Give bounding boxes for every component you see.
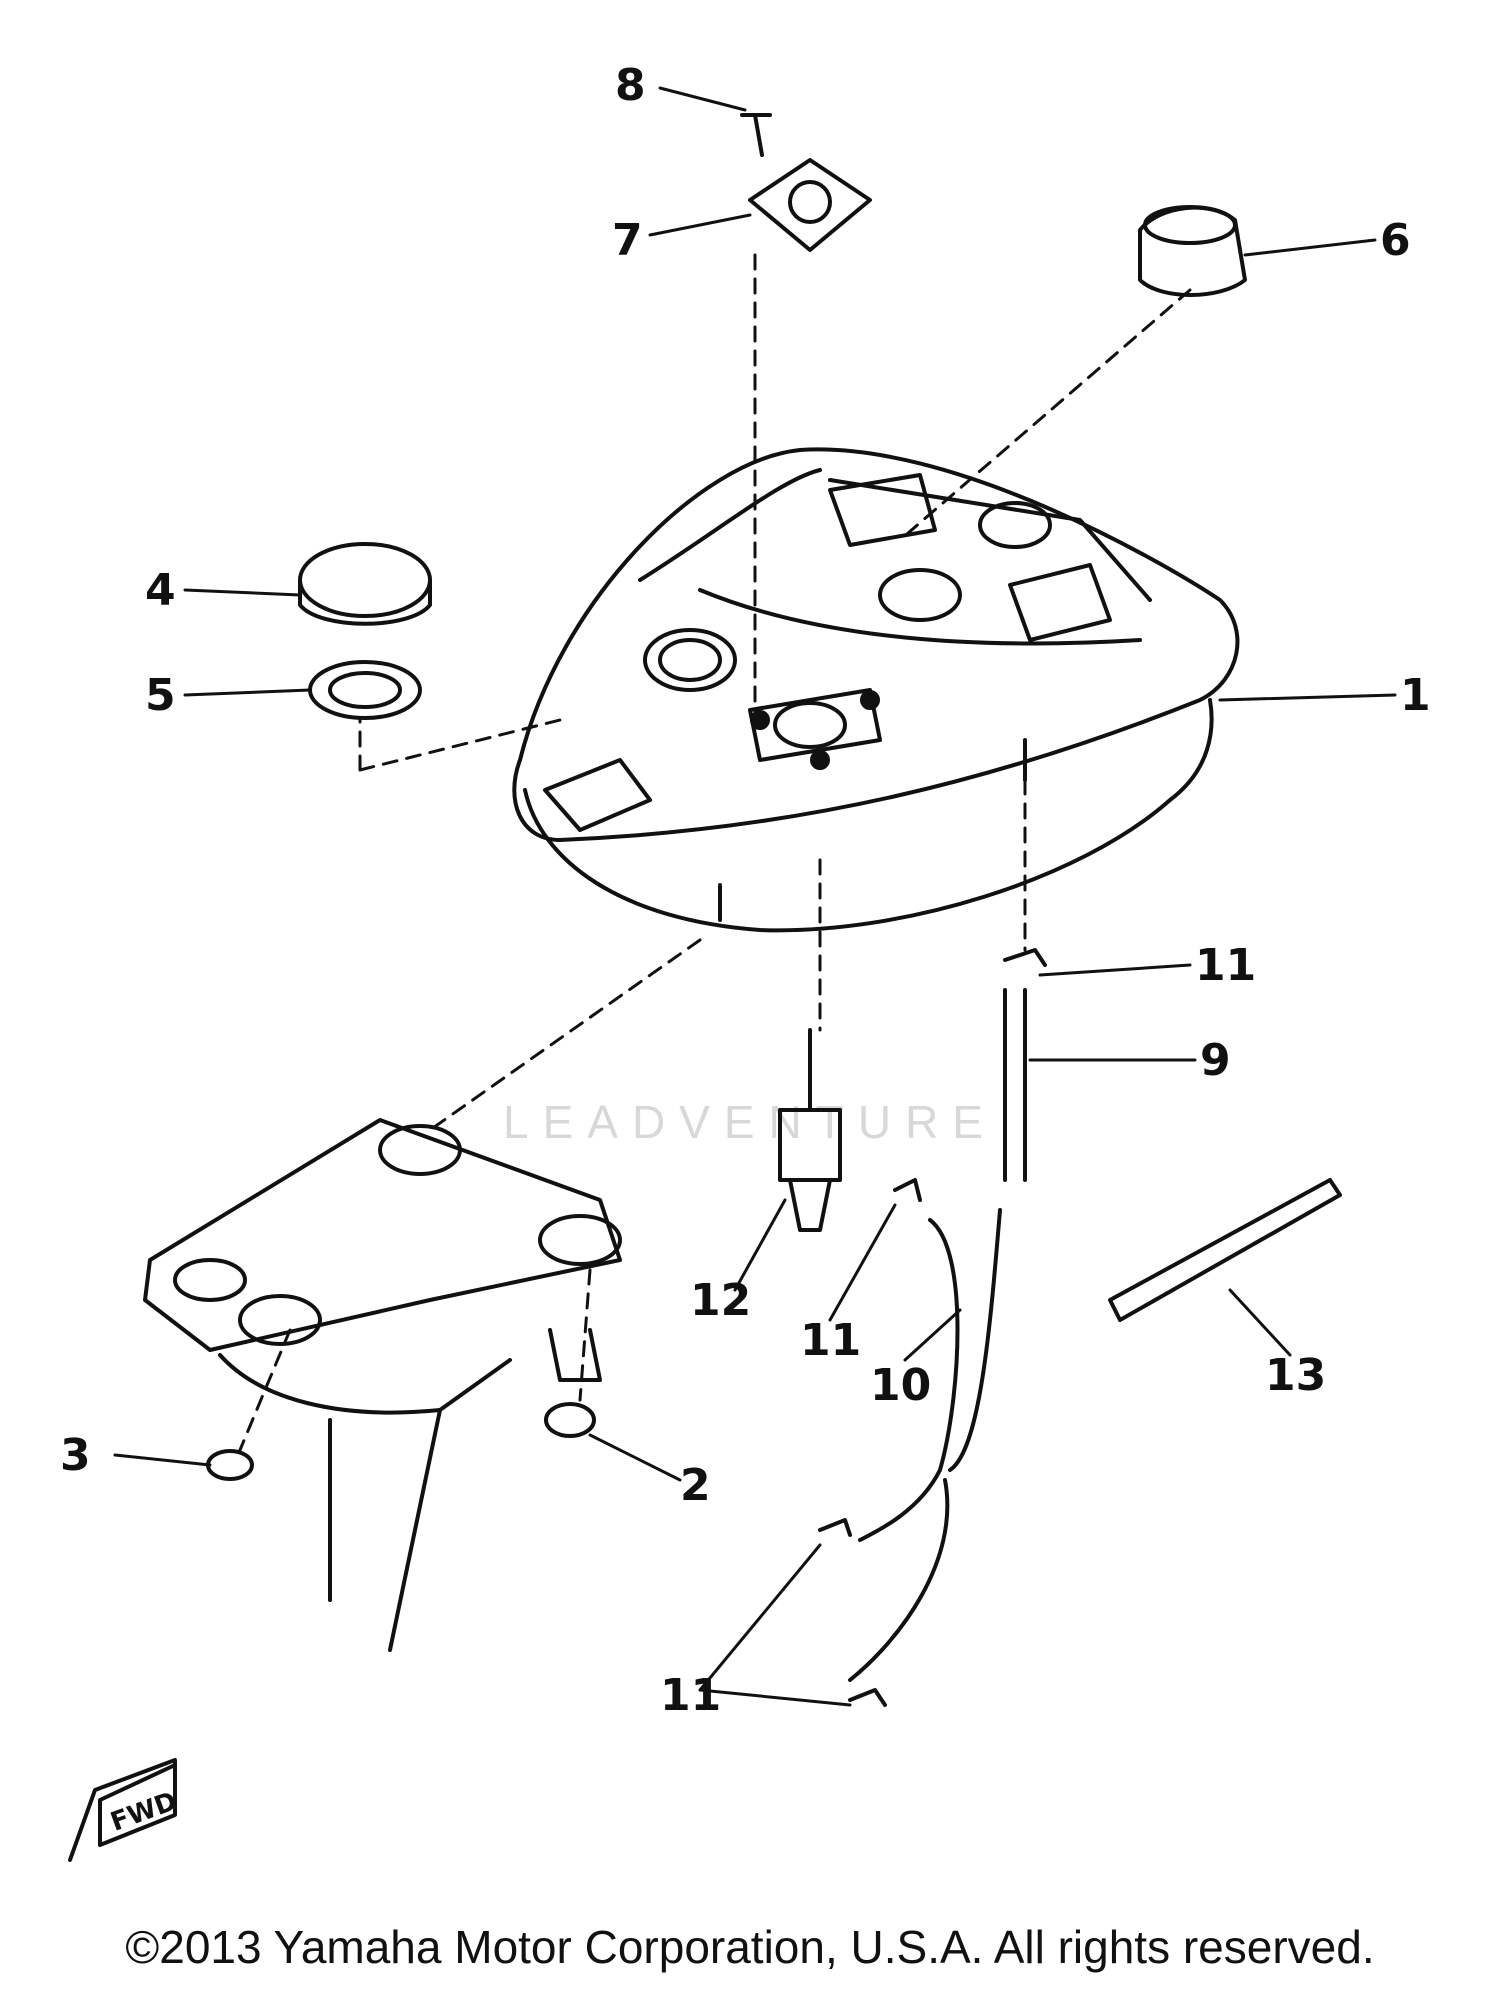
callout-labels: 8 7 6 4 5 1 11 9 12 11 10 13 3 2 11 11 F…	[60, 60, 1431, 1838]
fuel-cap-part	[1138, 205, 1247, 297]
callout-11-bottom: 11	[660, 1670, 721, 1721]
fwd-mark-label: FWD	[107, 1786, 181, 1837]
nut-part	[544, 1402, 596, 1438]
callout-5: 5	[145, 670, 176, 721]
fuel-cock-part	[778, 1028, 842, 1232]
sender-plate-part	[740, 113, 872, 252]
callout-8: 8	[615, 60, 646, 111]
fwd-arrow-icon	[68, 1758, 177, 1862]
callout-7: 7	[612, 215, 643, 266]
callout-10: 10	[870, 1360, 931, 1411]
callout-4: 4	[145, 565, 176, 616]
copyright-footer: ©2013 Yamaha Motor Corporation, U.S.A. A…	[125, 1921, 1375, 1973]
callout-11-top: 11	[1195, 940, 1256, 991]
callout-6: 6	[1380, 215, 1411, 266]
tank-strap-part	[1108, 1178, 1342, 1322]
callout-3: 3	[60, 1430, 91, 1481]
callout-11-mid: 11	[800, 1315, 861, 1366]
fuel-tank-part	[512, 447, 1240, 933]
bolt-part	[206, 1449, 254, 1481]
mount-bracket-part	[143, 1118, 622, 1652]
callout-13: 13	[1265, 1350, 1326, 1401]
callout-1: 1	[1400, 670, 1431, 721]
callout-12: 12	[690, 1275, 751, 1326]
leader-lines	[113, 86, 1397, 1707]
hose-clip-parts	[818, 948, 1047, 1707]
callout-9: 9	[1200, 1035, 1231, 1086]
cover-and-seal-parts	[298, 542, 432, 720]
callout-2: 2	[680, 1460, 711, 1511]
fuel-hose-parts	[848, 988, 1027, 1682]
leadventure-watermark: LEADVENTURE	[503, 1096, 997, 1148]
